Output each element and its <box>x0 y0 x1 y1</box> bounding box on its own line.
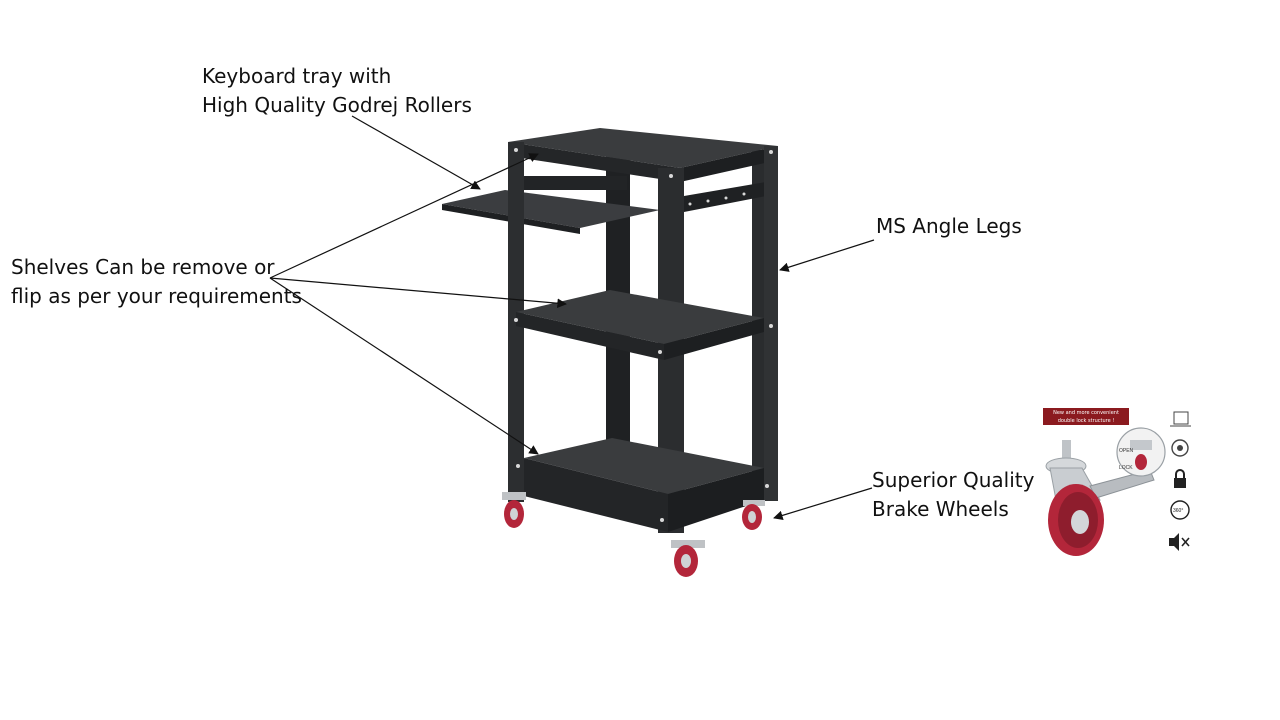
load-capacity-icon <box>1170 411 1191 427</box>
callout-line: flip as per your requirements <box>11 284 302 308</box>
arrow-shelf-bottom <box>269 277 539 455</box>
arrow-shelf-top <box>269 153 539 279</box>
banner-line: double lock structure ! <box>1057 418 1115 424</box>
callout-keyboard-tray: Keyboard tray with High Quality Godrej R… <box>202 62 472 120</box>
callout-line: High Quality Godrej Rollers <box>202 93 472 117</box>
keyboard-tray <box>442 190 660 228</box>
callout-line: Brake Wheels <box>872 497 1009 521</box>
lock-icon <box>1174 469 1186 488</box>
rotate-360-icon: 360° <box>1170 500 1190 520</box>
tray-rollers <box>515 176 627 190</box>
callout-line: MS Angle Legs <box>876 214 1022 238</box>
lock-detail <box>1116 427 1166 477</box>
callout-legs: MS Angle Legs <box>876 212 1022 241</box>
callout-wheels: Superior Quality Brake Wheels <box>872 466 1034 524</box>
callout-shelves: Shelves Can be remove or flip as per you… <box>11 253 302 311</box>
callout-line: Shelves Can be remove or <box>11 255 275 279</box>
callout-line: Superior Quality <box>872 468 1035 492</box>
caster-stem <box>1062 440 1071 462</box>
top-shelf <box>508 128 778 168</box>
lock-label-open: OPEN <box>1119 448 1134 454</box>
arrow-wheels <box>773 487 873 521</box>
lock-label-lock: LOCK <box>1119 465 1133 471</box>
caster-inset-banner: New and more convenient double lock stru… <box>1043 408 1129 425</box>
banner-line: New and more convenient <box>1053 410 1119 416</box>
wear-resistant-icon <box>1171 439 1189 457</box>
silent-icon <box>1169 533 1190 551</box>
arrow-keyboard-tray <box>351 115 481 190</box>
caster-wheels <box>502 492 765 577</box>
rotate-label: 360° <box>1173 508 1183 514</box>
arrow-shelf-middle <box>269 277 567 309</box>
bottom-shelf <box>524 438 764 494</box>
bolts <box>514 148 773 522</box>
middle-shelf <box>516 290 764 344</box>
arrow-legs <box>779 239 875 272</box>
callout-line: Keyboard tray with <box>202 64 392 88</box>
